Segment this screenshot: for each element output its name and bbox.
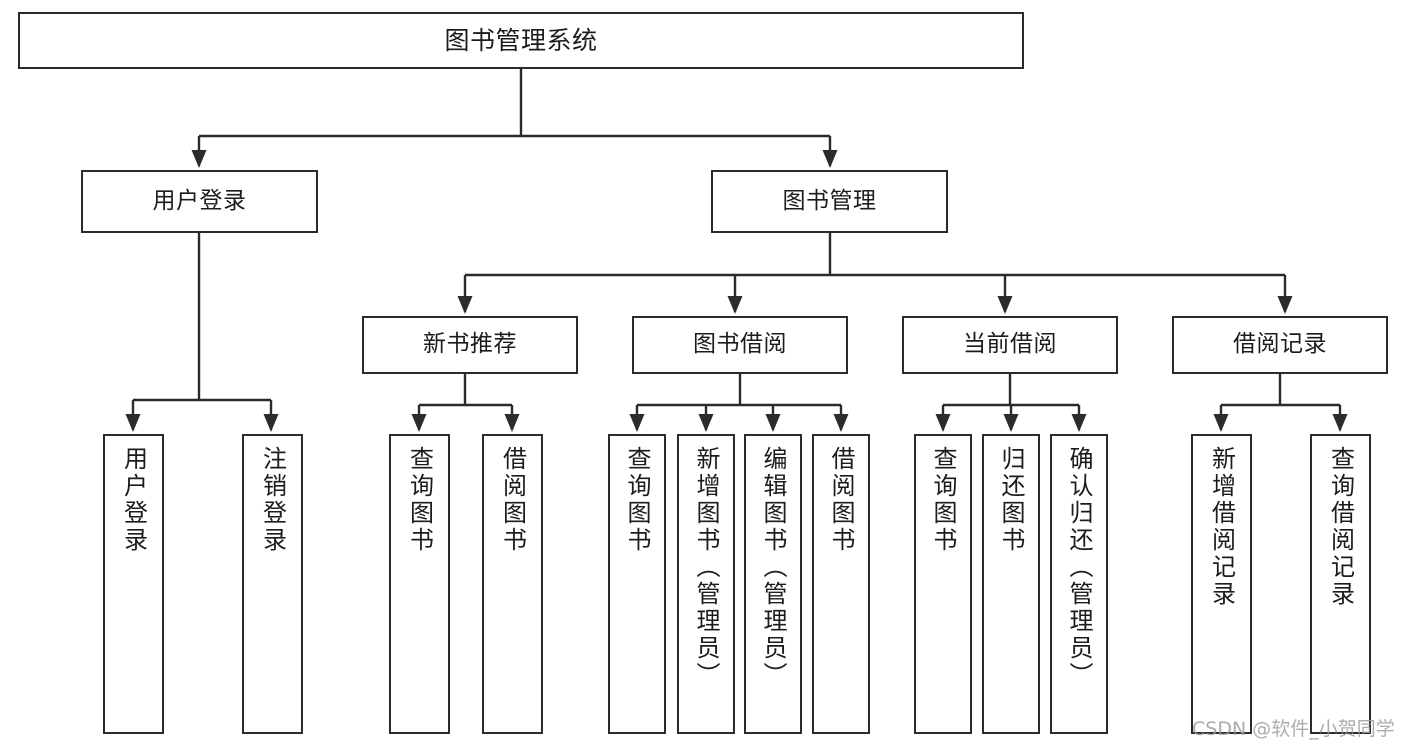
node-label-query-borrow-record: 查询借阅记录	[1326, 446, 1355, 608]
node-borrow-book-1[interactable]: 借阅图书	[482, 434, 543, 734]
node-label-user-login-do: 用户登录	[119, 446, 148, 554]
node-query-book-3[interactable]: 查询图书	[914, 434, 972, 734]
node-query-book-2[interactable]: 查询图书	[608, 434, 666, 734]
csdn-watermark: CSDN @软件_小贺同学	[1192, 718, 1395, 740]
edge-to-user-logout-arrowhead	[263, 414, 279, 432]
node-label-edit-book-admin: 编辑图书（管理员）	[759, 446, 787, 689]
node-add-book-admin[interactable]: 新增图书（管理员）	[677, 434, 735, 734]
edge-to-borrow-book-1-arrowhead	[504, 414, 520, 432]
edge-to-add-borrow-record-arrowhead	[1213, 414, 1229, 432]
node-label-query-book-3: 查询图书	[929, 446, 957, 554]
edge-to-return-book-arrowhead	[1003, 414, 1019, 432]
node-borrow-record[interactable]: 借阅记录	[1172, 316, 1388, 374]
node-query-book-1[interactable]: 查询图书	[389, 434, 450, 734]
edge-to-query-book-1-arrowhead	[411, 414, 427, 432]
node-label-new-book-recommend: 新书推荐	[423, 331, 517, 358]
node-label-add-book-admin: 新增图书（管理员）	[692, 446, 720, 689]
node-label-query-book-1: 查询图书	[405, 446, 434, 554]
edge-to-borrow-book-2-arrowhead	[833, 414, 849, 432]
node-label-add-borrow-record: 新增借阅记录	[1207, 446, 1236, 608]
node-label-borrow-book-1: 借阅图书	[498, 446, 527, 554]
node-return-book[interactable]: 归还图书	[982, 434, 1040, 734]
edge-to-new-book-recommend-arrowhead	[457, 296, 473, 314]
edge-to-edit-book-admin-arrowhead	[765, 414, 781, 432]
node-confirm-return-admin[interactable]: 确认归还（管理员）	[1050, 434, 1108, 734]
edge-to-query-book-3-arrowhead	[935, 414, 951, 432]
node-book-management[interactable]: 图书管理	[711, 170, 948, 233]
edge-to-book-management-arrowhead	[822, 150, 838, 168]
node-current-borrow[interactable]: 当前借阅	[902, 316, 1118, 374]
node-label-query-book-2: 查询图书	[623, 446, 651, 554]
node-label-book-borrow: 图书借阅	[693, 331, 787, 358]
edge-to-current-borrow-arrowhead	[997, 296, 1013, 314]
node-book-borrow[interactable]: 图书借阅	[632, 316, 848, 374]
edge-to-book-borrow-arrowhead	[727, 296, 743, 314]
edge-to-borrow-record-arrowhead	[1277, 296, 1293, 314]
node-query-borrow-record[interactable]: 查询借阅记录	[1310, 434, 1371, 734]
node-label-book-management: 图书管理	[782, 187, 877, 214]
node-root[interactable]: 图书管理系统	[18, 12, 1024, 69]
node-label-confirm-return-admin: 确认归还（管理员）	[1065, 446, 1093, 689]
node-label-user-logout: 注销登录	[258, 446, 287, 554]
node-new-book-recommend[interactable]: 新书推荐	[362, 316, 578, 374]
edge-to-query-borrow-record-arrowhead	[1332, 414, 1348, 432]
node-add-borrow-record[interactable]: 新增借阅记录	[1191, 434, 1252, 734]
edge-to-confirm-return-arrowhead	[1071, 414, 1087, 432]
node-user-login[interactable]: 用户登录	[81, 170, 318, 233]
node-borrow-book-2[interactable]: 借阅图书	[812, 434, 870, 734]
edge-to-user-login-do-arrowhead	[125, 414, 141, 432]
edge-to-query-book-2-arrowhead	[629, 414, 645, 432]
edge-to-add-book-admin-arrowhead	[698, 414, 714, 432]
node-user-login-do[interactable]: 用户登录	[103, 434, 164, 734]
node-label-current-borrow: 当前借阅	[963, 331, 1057, 358]
node-label-root: 图书管理系统	[444, 25, 598, 55]
node-label-borrow-record: 借阅记录	[1233, 331, 1327, 358]
node-label-return-book: 归还图书	[997, 446, 1025, 554]
node-edit-book-admin[interactable]: 编辑图书（管理员）	[744, 434, 802, 734]
node-label-user-login: 用户登录	[152, 187, 247, 214]
edge-to-user-login-arrowhead	[191, 150, 207, 168]
node-user-logout[interactable]: 注销登录	[242, 434, 303, 734]
node-label-borrow-book-2: 借阅图书	[827, 446, 855, 554]
